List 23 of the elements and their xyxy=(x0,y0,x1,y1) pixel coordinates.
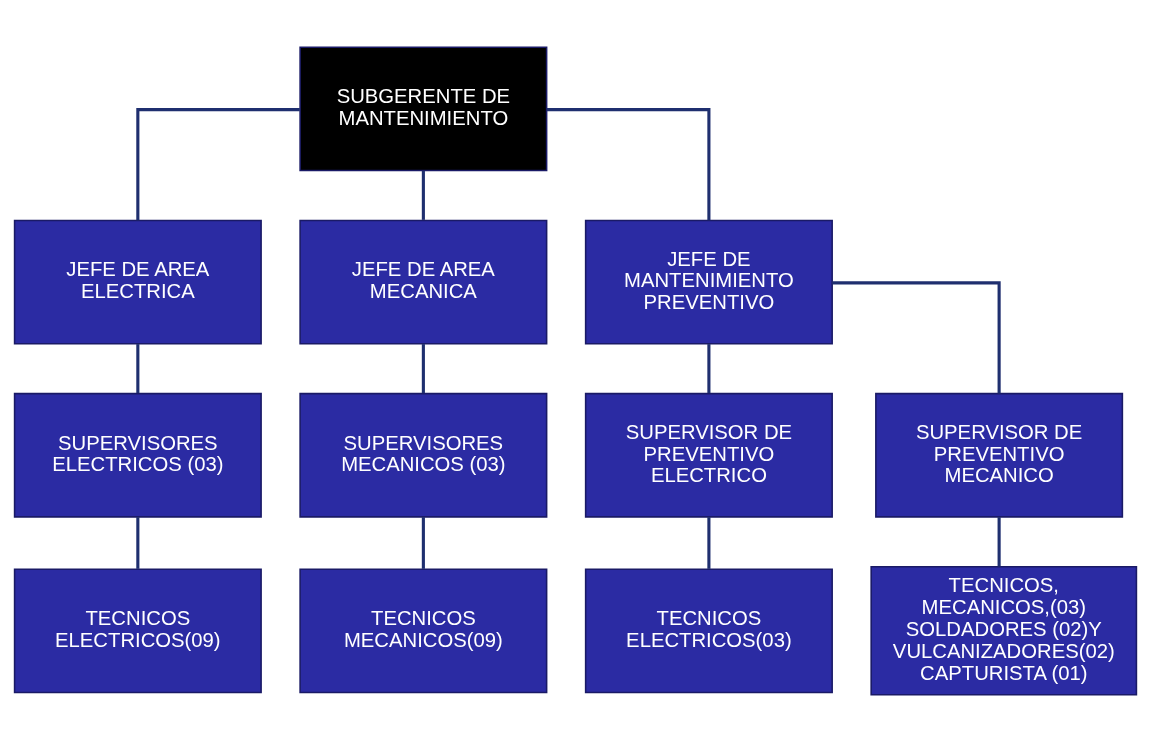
connector xyxy=(421,343,425,393)
connector xyxy=(546,107,711,220)
connector xyxy=(707,516,711,569)
node-box: SUPERVISORES MECANICOS (03) xyxy=(299,392,548,518)
node-box: JEFE DE MANTENIMIENTO PREVENTIVO xyxy=(584,219,833,344)
node-box: TECNICOS, MECANICOS,(03) SOLDADORES (02)Y VULCANIZADORES(02) CAPTURISTA (01) xyxy=(870,565,1138,696)
node-box: JEFE DE AREA MECANICA xyxy=(299,219,548,344)
connector xyxy=(707,343,711,393)
node-box: JEFE DE AREA ELECTRICA xyxy=(13,219,262,344)
connector xyxy=(997,516,1001,566)
connector xyxy=(832,280,1001,393)
connector xyxy=(136,516,140,569)
connector xyxy=(421,170,425,220)
connector xyxy=(421,516,425,569)
connector xyxy=(136,107,300,220)
connector xyxy=(136,343,140,393)
node-box: SUBGERENTE DE MANTENIMIENTO xyxy=(299,45,548,171)
node-box: TECNICOS ELECTRICOS(09) xyxy=(13,567,262,693)
node-box: SUPERVISOR DE PREVENTIVO ELECTRICO xyxy=(584,392,833,518)
node-box: TECNICOS ELECTRICOS(03) xyxy=(584,567,833,693)
node-box: TECNICOS MECANICOS(09) xyxy=(299,567,548,693)
node-box: SUPERVISOR DE PREVENTIVO MECANICO xyxy=(875,392,1124,518)
node-box: SUPERVISORES ELECTRICOS (03) xyxy=(13,392,262,518)
